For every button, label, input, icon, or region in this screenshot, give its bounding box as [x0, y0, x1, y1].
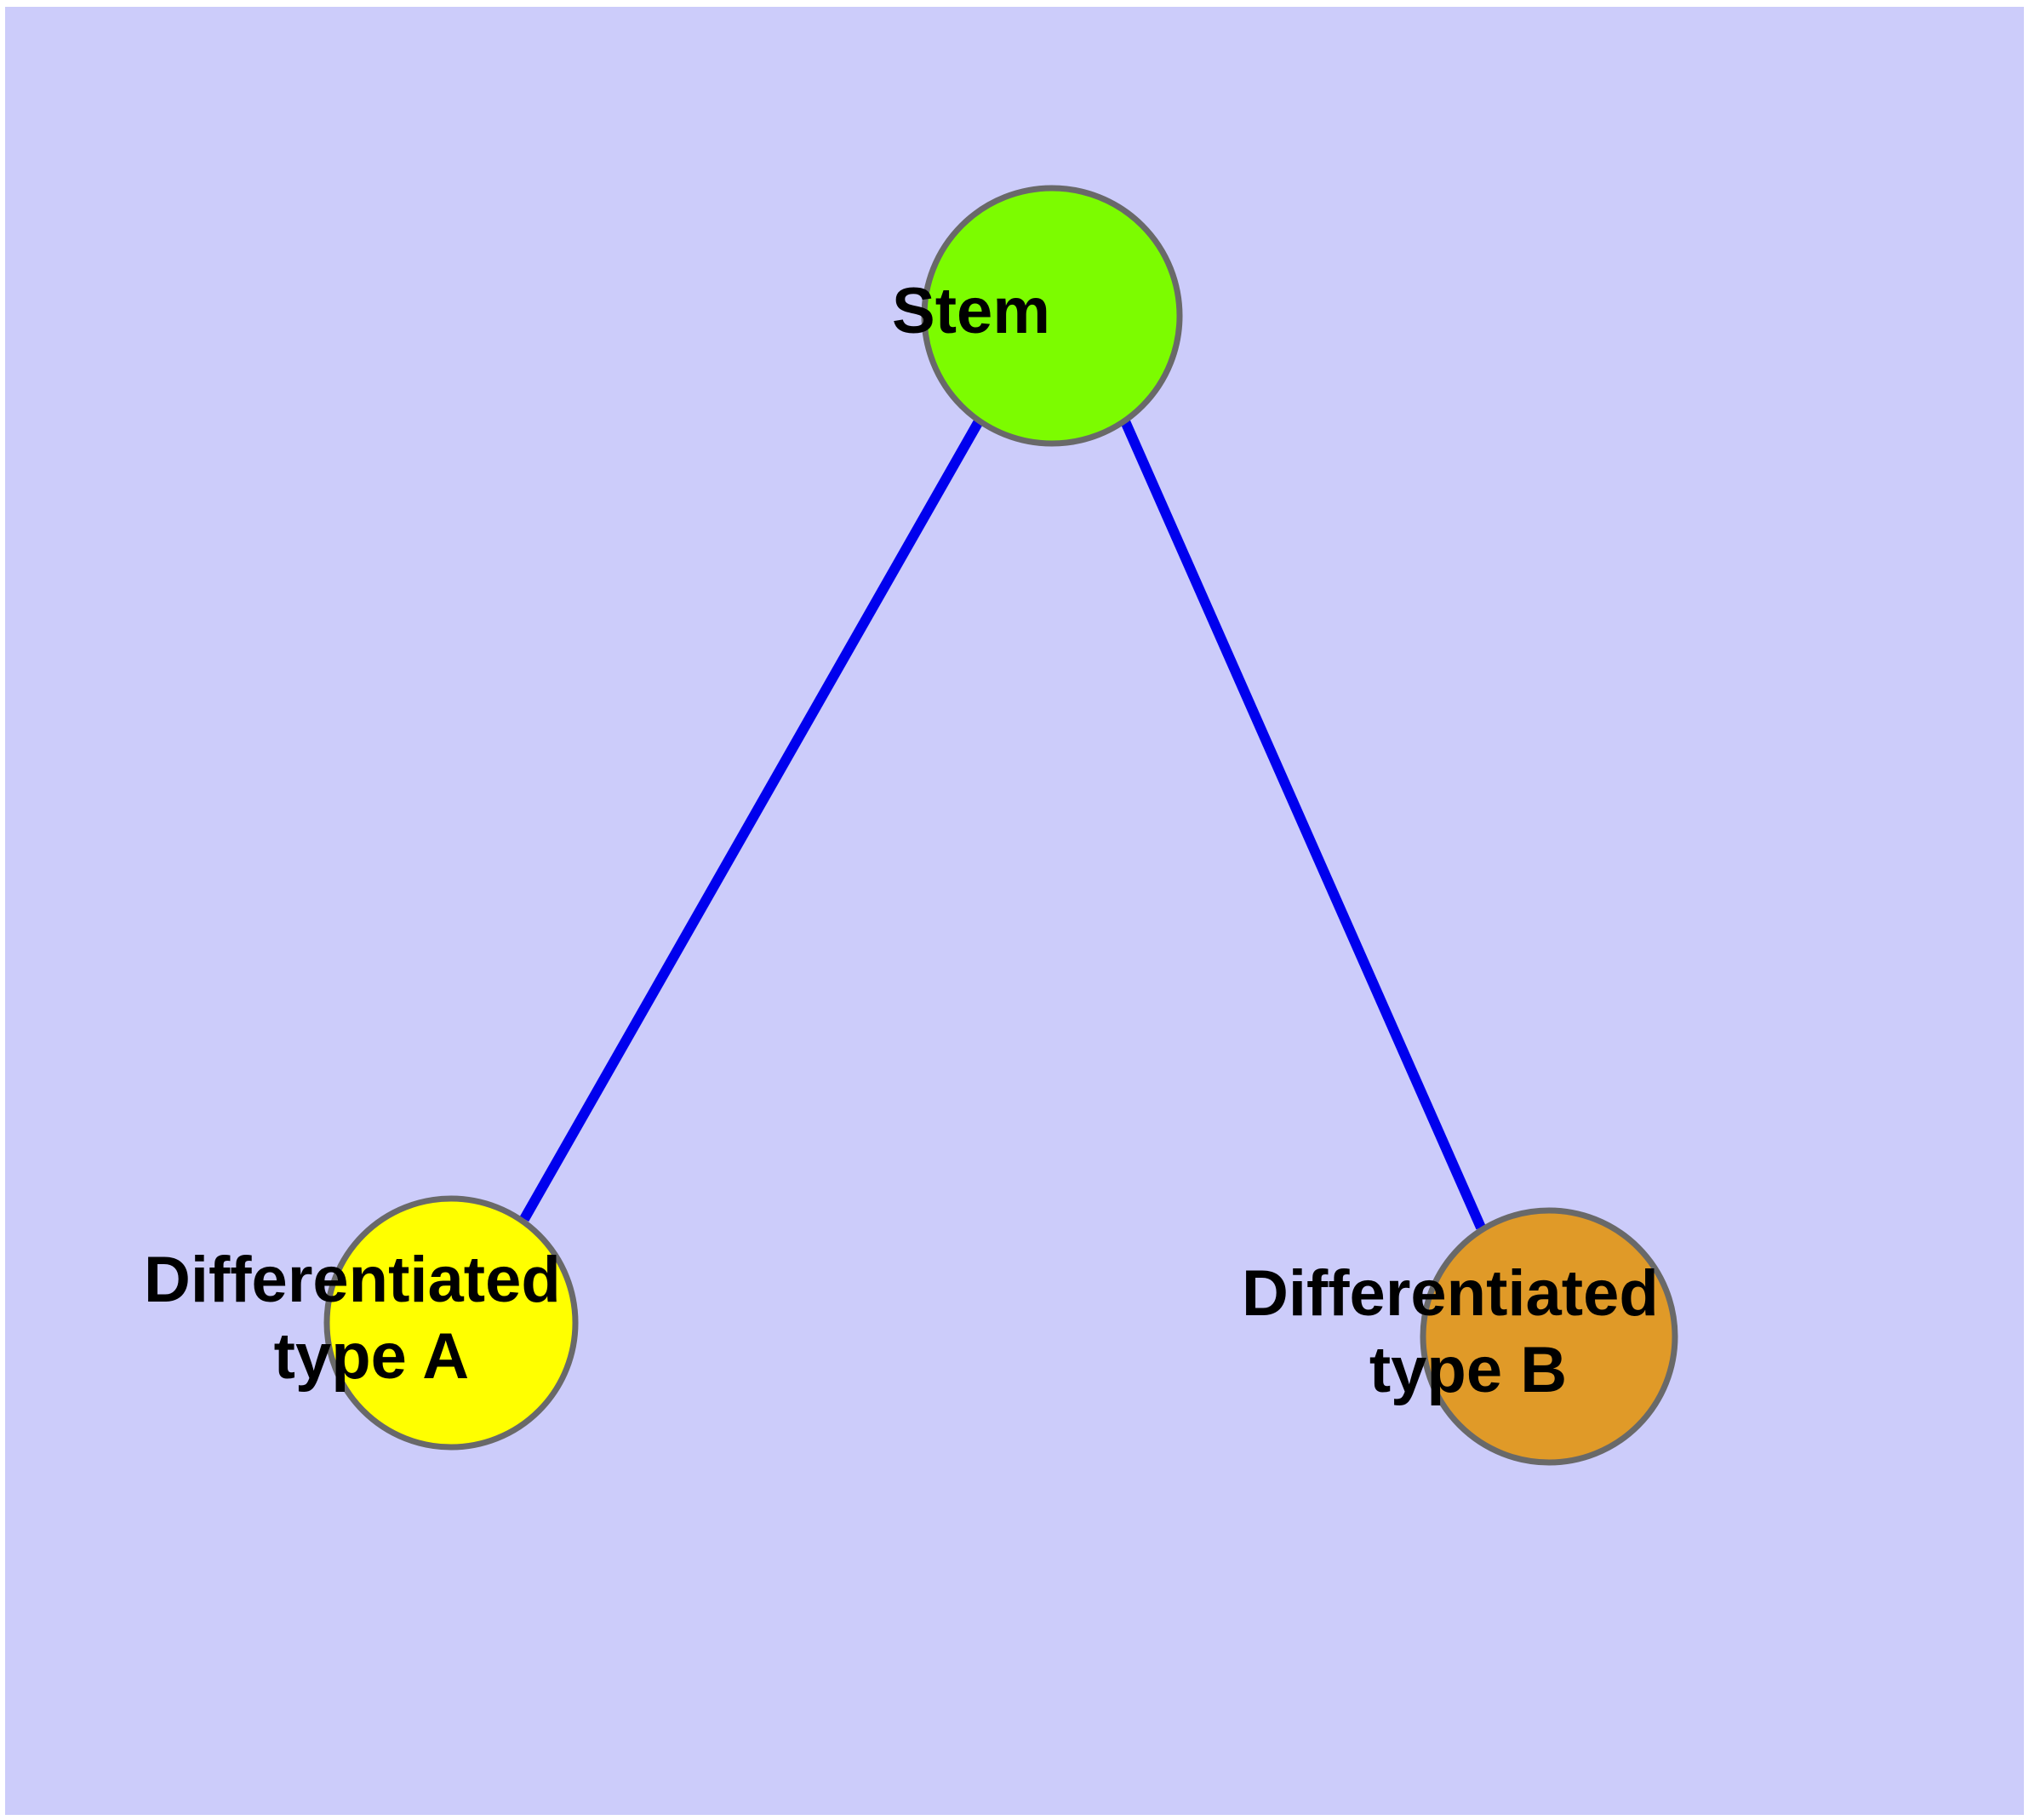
node-stem-label: Stem	[892, 0, 1212, 347]
node-differentiated-type-a-label-line-2: type A	[274, 1320, 468, 1393]
node-differentiated-type-b-label-line-1: Differentiated	[1242, 1257, 1659, 1330]
edge-group	[519, 419, 1486, 1230]
node-differentiated-type-a-label-line-1: Differentiated	[144, 1244, 561, 1316]
node-differentiated-type-b[interactable]: Differentiated type B	[1242, 0, 1856, 1466]
node-differentiated-type-a[interactable]: Differentiated type A	[144, 0, 758, 1451]
node-stem[interactable]: Stem	[892, 0, 1212, 447]
edge-stem-to-differentiated-type-a[interactable]	[519, 419, 984, 1222]
node-stem-circle[interactable]	[921, 185, 1183, 447]
node-differentiated-type-b-label: Differentiated type B	[1242, 0, 1856, 1406]
node-group: Stem Differentiated type A Differentiate…	[144, 0, 1856, 1466]
node-differentiated-type-a-circle[interactable]	[323, 1195, 579, 1451]
node-differentiated-type-a-label: Differentiated type A	[144, 0, 758, 1393]
edge-stem-to-differentiated-type-b[interactable]	[1120, 419, 1486, 1230]
node-differentiated-type-b-label-line-2: type B	[1369, 1334, 1567, 1406]
node-stem-label-line-1: Stem	[892, 275, 1050, 347]
node-differentiated-type-b-circle[interactable]	[1420, 1207, 1678, 1466]
